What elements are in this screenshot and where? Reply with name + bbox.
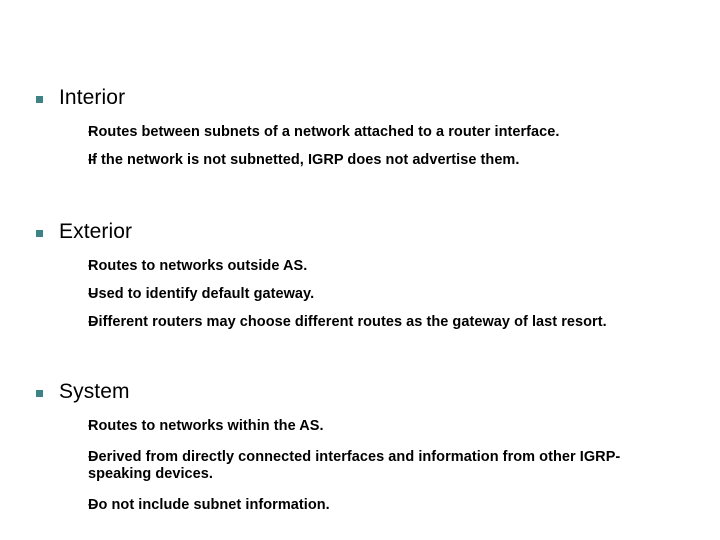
square-bullet-icon bbox=[36, 390, 43, 397]
list-item-text: Do not include subnet information. bbox=[88, 497, 330, 513]
sub-list-interior: – Routes between subnets of a network at… bbox=[0, 124, 720, 169]
en-dash-icon: – bbox=[88, 314, 97, 330]
list-item-text: Derived from directly connected interfac… bbox=[88, 449, 621, 482]
heading-row-interior: Interior bbox=[0, 84, 720, 111]
bullet-group-interior: Interior – Routes between subnets of a n… bbox=[0, 84, 720, 180]
heading-exterior: Exterior bbox=[59, 220, 133, 243]
bullet-group-exterior: Exterior – Routes to networks outside AS… bbox=[0, 218, 720, 342]
list-item: – Do not include subnet information. bbox=[0, 497, 720, 514]
list-item-text: Different routers may choose different r… bbox=[88, 314, 607, 330]
list-item-text: Routes to networks outside AS. bbox=[88, 258, 308, 274]
en-dash-icon: – bbox=[88, 449, 97, 465]
en-dash-icon: – bbox=[88, 286, 97, 302]
en-dash-icon: – bbox=[88, 152, 97, 168]
heading-row-exterior: Exterior bbox=[0, 218, 720, 245]
list-item: – Different routers may choose different… bbox=[0, 314, 720, 331]
list-item: – If the network is not subnetted, IGRP … bbox=[0, 152, 720, 169]
square-bullet-icon bbox=[36, 96, 43, 103]
en-dash-icon: – bbox=[88, 124, 97, 140]
heading-system: System bbox=[59, 380, 130, 403]
list-item: – Routes to networks outside AS. bbox=[0, 258, 720, 275]
heading-interior: Interior bbox=[59, 86, 126, 109]
en-dash-icon: – bbox=[88, 258, 97, 274]
list-item: – Used to identify default gateway. bbox=[0, 286, 720, 303]
list-item: – Routes to networks within the AS. bbox=[0, 418, 720, 435]
square-bullet-icon bbox=[36, 230, 43, 237]
en-dash-icon: – bbox=[88, 497, 97, 513]
sub-list-exterior: – Routes to networks outside AS. – Used … bbox=[0, 258, 720, 331]
list-item-text: Routes between subnets of a network atta… bbox=[88, 124, 560, 140]
list-item: – Routes between subnets of a network at… bbox=[0, 124, 720, 141]
sub-list-system: – Routes to networks within the AS. – De… bbox=[0, 418, 720, 514]
list-item-text: If the network is not subnetted, IGRP do… bbox=[88, 152, 520, 168]
bullet-group-system: System – Routes to networks within the A… bbox=[0, 378, 720, 528]
list-item-text: Used to identify default gateway. bbox=[88, 286, 315, 302]
heading-row-system: System bbox=[0, 378, 720, 405]
list-item-text: Routes to networks within the AS. bbox=[88, 418, 324, 434]
list-item: – Derived from directly connected interf… bbox=[0, 449, 720, 483]
en-dash-icon: – bbox=[88, 418, 97, 434]
